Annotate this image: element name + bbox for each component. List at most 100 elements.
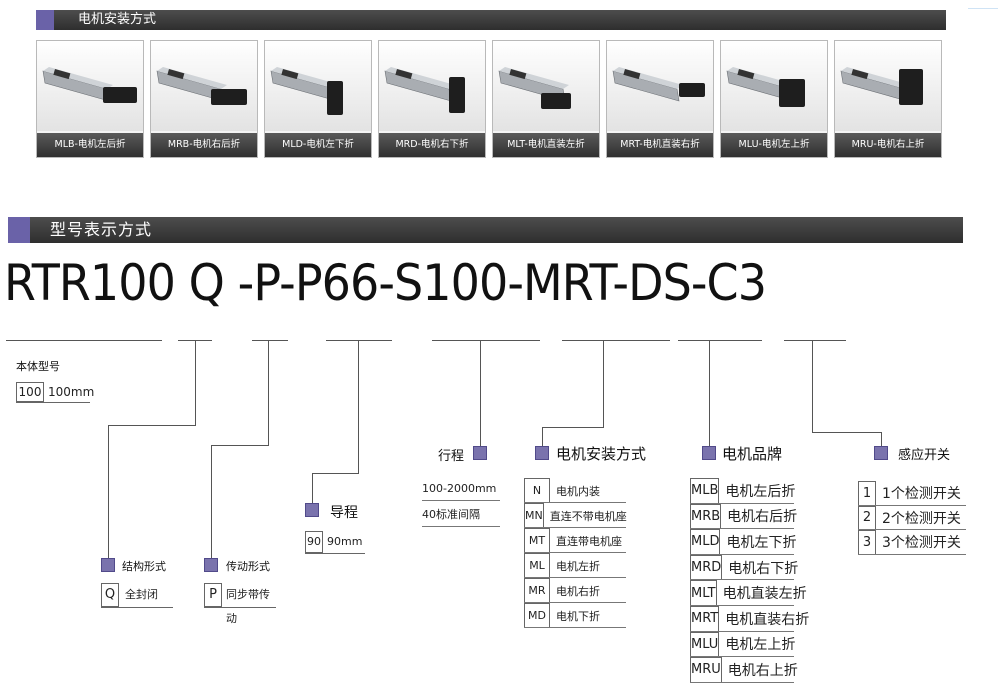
structure-title: 结构形式 (122, 560, 166, 573)
actuator-image (835, 41, 941, 131)
option-row: MRD 电机右下折 (690, 554, 798, 581)
body-model-row: 100 100mm (16, 382, 94, 403)
option-key: MLD (690, 529, 721, 555)
connector-line (108, 425, 109, 559)
row-divider (858, 553, 966, 555)
row-divider (524, 602, 626, 603)
row-divider (524, 627, 626, 628)
row-divider (524, 527, 626, 528)
option-value: 电机左折 (556, 559, 600, 573)
marker-square (204, 558, 218, 572)
option-value: 电机右折 (556, 584, 600, 598)
header-accent (36, 10, 54, 30)
actuator-drawing (156, 67, 247, 105)
connector-line (312, 473, 313, 504)
actuator-image (265, 41, 371, 131)
card-caption: MRU-电机右上折 (835, 133, 941, 157)
marker-square (305, 503, 319, 517)
marker-square (874, 446, 888, 460)
connector-line (211, 445, 212, 559)
option-key: MRB (690, 503, 722, 530)
connector-line (881, 432, 882, 447)
underline-lead (326, 340, 392, 341)
mount-card: MRU-电机右上折 (834, 40, 942, 158)
section-title: 电机安装方式 (78, 12, 157, 27)
option-key: MD (524, 603, 550, 628)
card-caption: MLT-电机直装左折 (493, 133, 599, 157)
body-model-value: 100mm (48, 385, 95, 399)
option-row: MD 电机下折 (524, 603, 626, 628)
actuator-drawing (612, 67, 705, 102)
option-value: 电机直装左折 (722, 586, 807, 603)
marker-square (473, 446, 487, 460)
underline-mount (562, 340, 670, 341)
option-value: 电机右下折 (728, 560, 799, 577)
structure-row: Q 全封闭 (101, 583, 173, 608)
option-key: MRT (690, 605, 720, 632)
motor-brand-title: 电机品牌 (722, 445, 783, 463)
actuator-drawing (498, 67, 571, 109)
underline-sensor (784, 340, 846, 341)
connector-line (268, 340, 269, 446)
option-key: 3 (858, 530, 876, 555)
row-divider (690, 604, 794, 606)
underline-body (6, 340, 162, 341)
section-header-model: 型号表示方式 (8, 217, 963, 243)
card-caption: MRD-电机右下折 (379, 133, 485, 157)
header-accent (8, 217, 30, 243)
option-value: 电机直装右折 (725, 611, 810, 628)
option-key: MLU (690, 631, 720, 658)
actuator-drawing (270, 67, 343, 115)
option-key: MRD (690, 554, 723, 581)
option-key: MT (524, 528, 550, 553)
actuator-image (493, 41, 599, 131)
card-caption: MLB-电机左后折 (37, 133, 143, 157)
connector-line (312, 473, 359, 474)
section-header-mount: 电机安装方式 (36, 10, 946, 30)
lead-row: 90 90mm (305, 531, 365, 554)
row-divider (690, 528, 794, 530)
option-key: MN (524, 503, 544, 528)
option-value: 2个检测开关 (882, 510, 961, 527)
lead-value: 90mm (327, 535, 363, 548)
mount-card: MRT-电机直装右折 (606, 40, 714, 158)
actuator-drawing (840, 67, 923, 105)
row-divider (690, 553, 794, 555)
option-key: MRU (690, 657, 722, 683)
option-value: 电机内装 (556, 484, 600, 498)
mount-card: MLT-电机直装左折 (492, 40, 600, 158)
row-divider (690, 656, 794, 658)
actuator-drawing (384, 67, 465, 113)
card-caption: MRT-电机直装右折 (607, 133, 713, 157)
row-divider (858, 529, 966, 530)
option-key: MLT (690, 580, 717, 606)
motor-mount-title: 电机安装方式 (556, 445, 647, 463)
row-divider (690, 630, 794, 632)
option-value: 直连不带电机座 (549, 509, 627, 523)
option-value: 1个检测开关 (882, 486, 961, 503)
marker-square (702, 446, 716, 460)
model-code: RTR100 Q -P-P66-S100-MRT-DS-C3 (4, 254, 767, 312)
connector-line (108, 425, 196, 426)
stroke-row: 40标准间隔 (422, 504, 500, 527)
transmission-row: P 同步带传动 (204, 583, 276, 625)
transmission-key: P (204, 583, 222, 607)
mount-card: MRB-电机右后折 (150, 40, 258, 158)
option-value: 直连带电机座 (556, 534, 622, 548)
row-divider (524, 577, 626, 578)
option-row: MLT 电机直装左折 (690, 580, 807, 606)
option-value: 电机下折 (556, 609, 600, 623)
row-divider (858, 504, 966, 506)
stroke-title: 行程 (438, 449, 465, 464)
card-caption: MLU-电机左上折 (721, 133, 827, 157)
option-value: 电机左后折 (725, 483, 796, 500)
option-key: ML (524, 553, 550, 578)
